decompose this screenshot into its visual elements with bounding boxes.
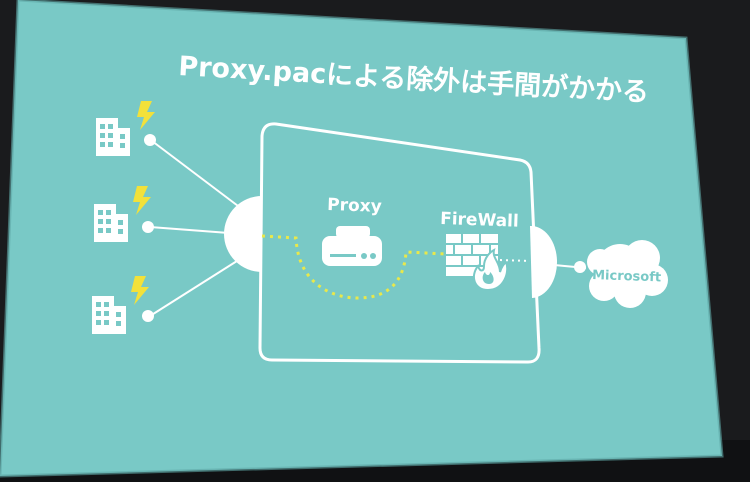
lightning-icon xyxy=(131,276,149,305)
building-icon xyxy=(96,118,130,156)
lightning-icon xyxy=(133,186,151,215)
screen-vignette xyxy=(0,0,724,478)
node-dot-bottom xyxy=(142,310,154,322)
network-box xyxy=(258,122,541,364)
building-icon xyxy=(94,204,128,242)
lightning-icon xyxy=(137,101,155,130)
building-icon xyxy=(92,296,126,334)
building-line-middle xyxy=(149,226,243,235)
node-dot-top xyxy=(144,134,156,146)
firewall-route-dotted xyxy=(499,259,531,262)
building-line-bottom xyxy=(149,253,249,317)
proxy-route-dotted xyxy=(261,234,447,300)
fire-icon xyxy=(472,248,509,292)
server-icon xyxy=(322,226,382,266)
right-hub xyxy=(530,225,558,298)
cloud-icon xyxy=(587,240,668,308)
proxy-label: Proxy xyxy=(327,195,382,217)
cloud-node-dot xyxy=(574,261,586,273)
cloud-label: Microsoft xyxy=(592,268,661,285)
node-dot-middle xyxy=(142,221,154,233)
building-line-top xyxy=(151,140,247,213)
firewall-label: FireWall xyxy=(440,209,519,232)
left-hub xyxy=(224,196,262,272)
firewall-icon xyxy=(446,234,498,276)
